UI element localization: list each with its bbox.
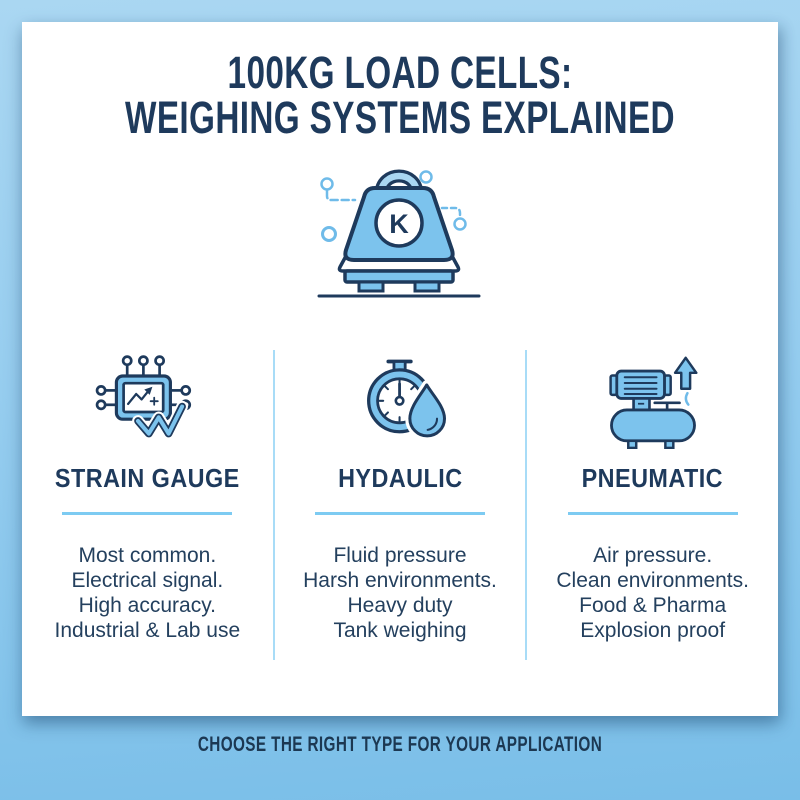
- title-line-2: WEIGHING SYSTEMS EXPLAINED: [125, 92, 675, 143]
- footer-tagline: CHOOSE THE RIGHT TYPE FOR YOUR APPLICATI…: [197, 733, 603, 756]
- weight-on-scale-icon: K: [317, 169, 481, 298]
- deco-circle: [320, 177, 334, 191]
- description-line: Most common.: [78, 544, 217, 567]
- page-title: 100KG LOAD CELLS: WEIGHING SYSTEMS EXPLA…: [22, 22, 778, 140]
- infographic-card: 100KG LOAD CELLS: WEIGHING SYSTEMS EXPLA…: [22, 22, 778, 716]
- column-description: Fluid pressure Harsh environments. Heavy…: [275, 543, 526, 643]
- description-line: Heavy duty: [347, 594, 453, 617]
- column-strain-gauge: STRAIN GAUGE Most common. Electrical sig…: [22, 350, 273, 660]
- weight-k-label: K: [389, 209, 409, 239]
- type-columns: STRAIN GAUGE Most common. Electrical sig…: [22, 350, 778, 660]
- description-line: Food & Pharma: [579, 594, 727, 617]
- description-line: Harsh environments.: [303, 569, 497, 592]
- column-title: HYDAULIC: [337, 463, 463, 493]
- column-hydraulic: HYDAULIC Fluid pressure Harsh environmen…: [272, 350, 526, 660]
- description-line: Industrial & Lab use: [54, 619, 241, 642]
- description-line: Explosion proof: [580, 619, 726, 642]
- description-line: Fluid pressure: [333, 544, 467, 567]
- description-line: High accuracy.: [78, 594, 216, 617]
- up-arrow: [673, 356, 698, 390]
- column-pneumatic: PNEUMATIC Air pressure. Clean environmen…: [525, 350, 778, 660]
- deco-circle: [419, 170, 433, 184]
- description-line: Electrical signal.: [71, 569, 224, 592]
- deco-circle: [453, 217, 467, 231]
- column-description: Air pressure. Clean environments. Food &…: [527, 543, 778, 643]
- title-underline: [567, 512, 738, 515]
- air-tank: [609, 408, 696, 443]
- description-line: Tank weighing: [333, 619, 467, 642]
- description-line: Clean environments.: [556, 569, 749, 592]
- title-underline: [315, 512, 485, 515]
- column-description: Most common. Electrical signal. High acc…: [22, 543, 273, 643]
- hydraulic-gauge-droplet-icon: [366, 359, 449, 441]
- title-underline: [62, 512, 233, 515]
- strain-gauge-chip-icon: [96, 354, 192, 439]
- column-title: PNEUMATIC: [581, 463, 724, 493]
- title-line-1: 100KG LOAD CELLS:: [227, 47, 573, 98]
- pneumatic-compressor-icon: [609, 356, 698, 449]
- deco-circle: [321, 226, 337, 242]
- scale-base: [343, 269, 455, 284]
- description-line: Air pressure.: [593, 544, 713, 567]
- column-title: STRAIN GAUGE: [54, 463, 240, 493]
